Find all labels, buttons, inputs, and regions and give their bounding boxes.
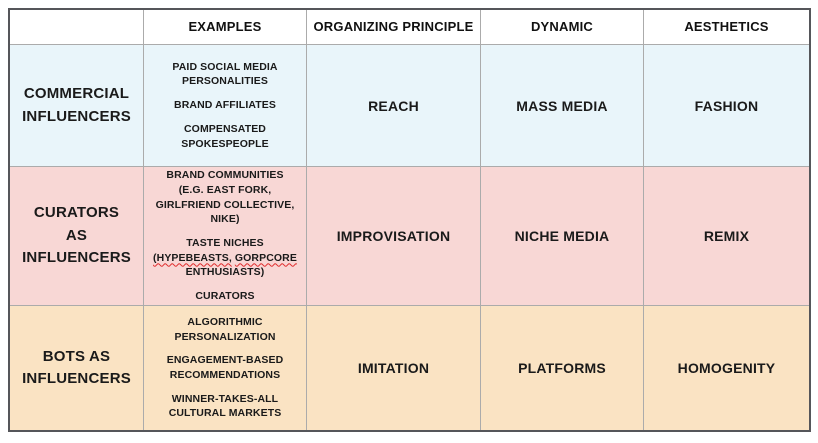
examples-cell: BRAND COMMUNITIES (E.G. EAST FORK, GIRLF… — [144, 167, 307, 306]
influencer-typology-table: EXAMPLES ORGANIZING PRINCIPLE DYNAMIC AE… — [8, 8, 811, 432]
dynamic-cell: PLATFORMS — [481, 306, 644, 430]
header-cell-aesthetics: AESTHETICS — [644, 10, 809, 45]
example-item: BRAND COMMUNITIES (E.G. EAST FORK, GIRLF… — [155, 169, 295, 226]
header-cell-examples: EXAMPLES — [144, 10, 307, 45]
aesthetics-cell: FASHION — [644, 45, 809, 167]
row-label-cell: CURATORS AS INFLUENCERS — [10, 167, 144, 306]
organizing-principle-cell: IMITATION — [307, 306, 481, 430]
organizing-principle-cell: IMPROVISATION — [307, 167, 481, 306]
example-item: CURATORS — [195, 290, 255, 303]
example-item: TASTE NICHES (HYPEBEASTS, GORPCORE ENTHU… — [153, 237, 297, 279]
dynamic-cell: NICHE MEDIA — [481, 167, 644, 306]
example-item: ENGAGEMENT-BASED RECOMMENDATIONS — [166, 354, 284, 381]
header-cell-dynamic: DYNAMIC — [481, 10, 644, 45]
example-item: WINNER-TAKES-ALL CULTURAL MARKETS — [168, 392, 282, 420]
examples-cell: PAID SOCIAL MEDIA PERSONALITIES BRAND AFF… — [144, 45, 307, 167]
aesthetics-cell: HOMOGENITY — [644, 306, 809, 430]
header-cell-empty — [10, 10, 144, 45]
dynamic-cell: MASS MEDIA — [481, 45, 644, 167]
organizing-principle-cell: REACH — [307, 45, 481, 167]
example-item: PAID SOCIAL MEDIA PERSONALITIES — [172, 60, 278, 88]
misspelled-word: GORPCORE — [234, 251, 297, 264]
example-item: COMPENSATED SPOKESPEOPLE — [181, 122, 269, 150]
misspelled-word: (HYPEBEASTS, — [153, 251, 232, 264]
aesthetics-cell: REMIX — [644, 167, 809, 306]
row-label-cell: COMMERCIAL INFLUENCERS — [10, 45, 144, 167]
examples-cell: ALGORITHMIC PERSONALIZATION ENGAGEMENT-BA… — [144, 306, 307, 430]
row-label-cell: BOTS AS INFLUENCERS — [10, 306, 144, 430]
header-cell-organizing-principle: ORGANIZING PRINCIPLE — [307, 10, 481, 45]
example-item: ALGORITHMIC PERSONALIZATION — [174, 315, 276, 343]
example-item: BRAND AFFILIATES — [174, 99, 276, 112]
